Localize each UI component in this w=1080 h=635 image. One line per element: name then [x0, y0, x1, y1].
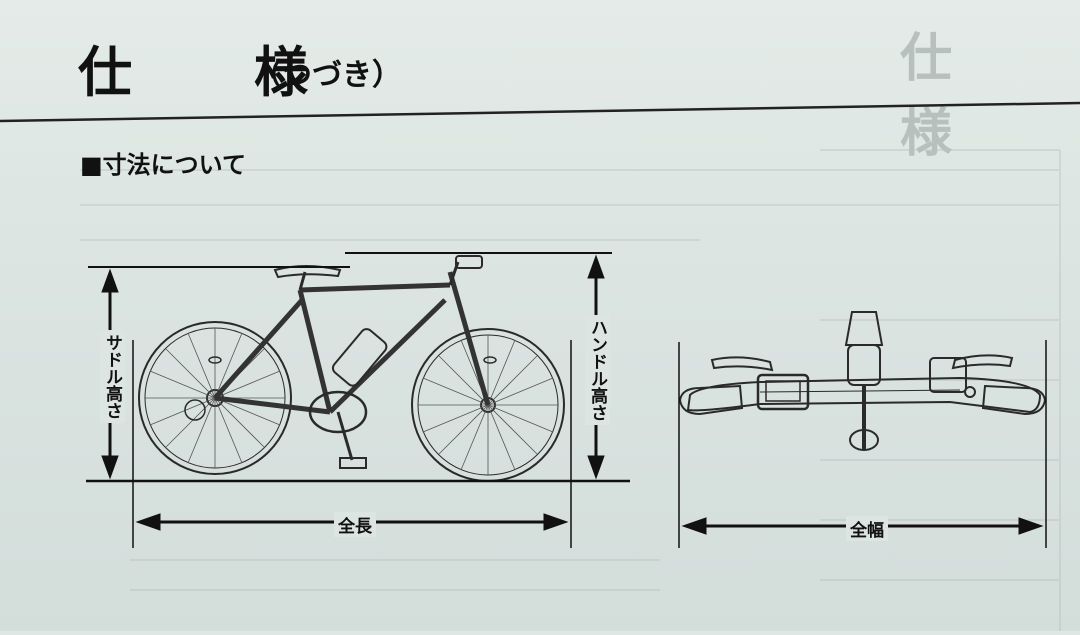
page-title-suffix: （つづき） [252, 58, 402, 93]
overall-length-label: 全長 [334, 512, 376, 537]
page-title: 仕 様 [78, 41, 342, 104]
bicycle-illustration [138, 255, 565, 482]
handle-height-label: ハンドル高さ [585, 315, 610, 425]
corner-title: 仕 様 [900, 29, 1073, 164]
saddle-height-dimension [86, 266, 630, 483]
title-underline [0, 101, 1080, 123]
saddle-height-label: サドル高さ [100, 330, 125, 423]
handlebar-illustration [678, 311, 1047, 451]
section-heading: ■寸法について [80, 151, 246, 179]
overall-width-label: 全幅 [846, 516, 888, 541]
